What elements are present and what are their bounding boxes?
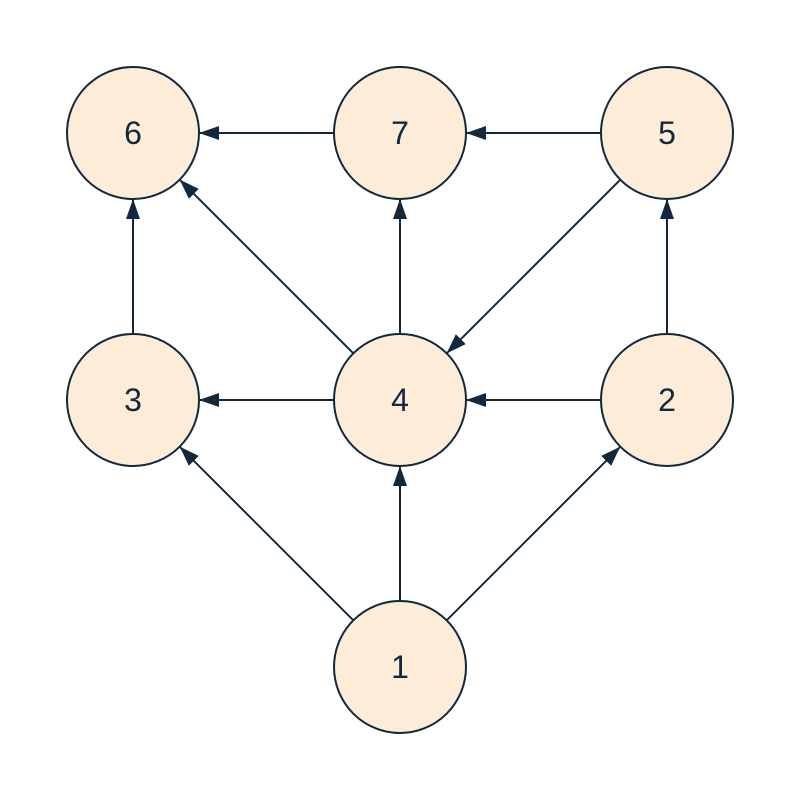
node-label: 3	[124, 382, 142, 418]
node-label: 1	[391, 649, 409, 685]
graph-node-6: 6	[66, 66, 200, 200]
graph-edge-5-4	[445, 178, 622, 355]
node-circle	[600, 333, 734, 467]
graph-node-7: 7	[333, 66, 467, 200]
graph-node-1: 1	[333, 600, 467, 734]
node-circle	[333, 600, 467, 734]
node-circle	[66, 333, 200, 467]
node-circle	[333, 333, 467, 467]
node-label: 6	[124, 115, 142, 151]
graph-node-5: 5	[600, 66, 734, 200]
node-circle	[66, 66, 200, 200]
node-label: 4	[391, 382, 409, 418]
node-label: 2	[658, 382, 676, 418]
graph-node-4: 4	[333, 333, 467, 467]
graph-edge-4-6	[178, 178, 355, 355]
edge-layer	[126, 126, 674, 622]
node-label: 7	[391, 115, 409, 151]
graph-node-2: 2	[600, 333, 734, 467]
graph-node-3: 3	[66, 333, 200, 467]
node-layer: 6 7 5 3 4 2 1	[66, 66, 734, 734]
graph-edge-1-2	[445, 445, 622, 622]
graph-edge-1-3	[178, 445, 355, 622]
node-circle	[600, 66, 734, 200]
node-label: 5	[658, 115, 676, 151]
node-circle	[333, 66, 467, 200]
